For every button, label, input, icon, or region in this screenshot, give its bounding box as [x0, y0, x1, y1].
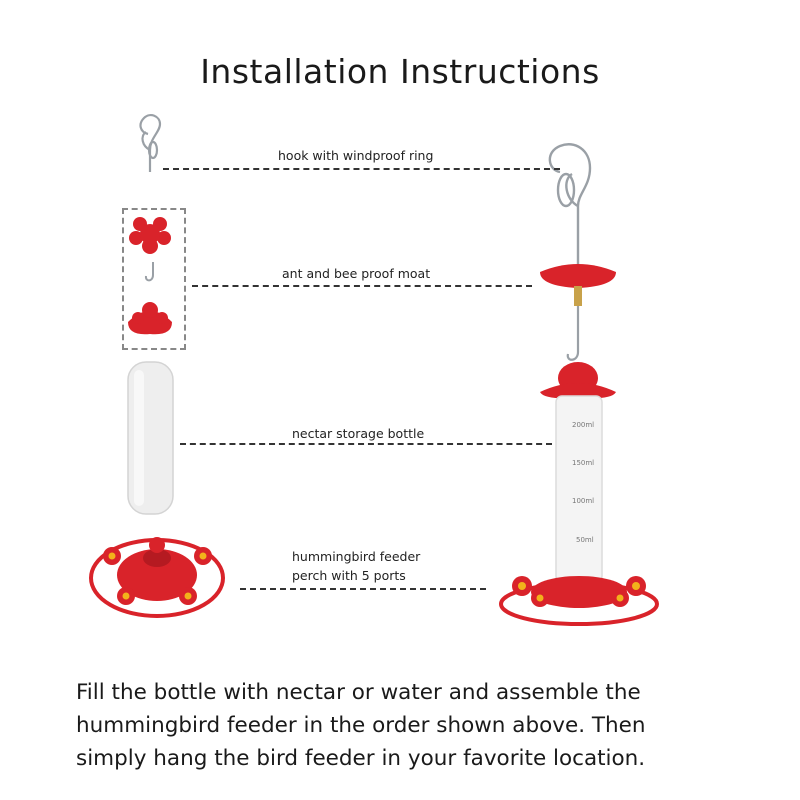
- assembled-hook-image: [548, 143, 592, 266]
- exploded-parts-illustration: [89, 114, 225, 618]
- marking-50: 50ml: [576, 536, 594, 544]
- hook-label: hook with windproof ring: [278, 148, 434, 163]
- assembled-feeder-illustration: 200ml 150ml 100ml 50ml: [499, 143, 659, 626]
- marking-150: 150ml: [572, 459, 594, 467]
- assembled-cap-image: [540, 362, 616, 399]
- marking-200: 200ml: [572, 421, 594, 429]
- assembled-moat-image: [540, 264, 616, 306]
- moat-label: ant and bee proof moat: [282, 266, 431, 281]
- moat-hook-image: [144, 262, 154, 282]
- base-leader-line: [240, 588, 486, 590]
- assembled-base-image: [499, 576, 659, 626]
- bottle-part-image: [127, 361, 174, 515]
- bottle-label: nectar storage bottle: [292, 426, 425, 441]
- base-label: hummingbird feeder perch with 5 ports: [292, 547, 420, 585]
- base-part-image: [89, 537, 225, 618]
- moat-bottom-image: [128, 302, 172, 335]
- page-title: Installation Instructions: [200, 52, 600, 92]
- instructions-line-2: hummingbird feeder in the order shown ab…: [76, 713, 646, 738]
- base-label-line1: hummingbird feeder: [292, 549, 421, 564]
- instructions-paragraph: Fill the bottle with nectar or water and…: [76, 676, 756, 775]
- bottle-leader-line: [180, 443, 552, 445]
- instructions-line-1: Fill the bottle with nectar or water and…: [76, 680, 641, 705]
- moat-parts-frame: [122, 208, 186, 350]
- hook-leader-line: [163, 168, 560, 170]
- base-label-line2: perch with 5 ports: [292, 568, 406, 583]
- marking-100: 100ml: [572, 497, 594, 505]
- moat-leader-line: [192, 285, 532, 287]
- moat-top-image: [129, 217, 171, 254]
- hook-part-image: [139, 114, 162, 172]
- instructions-line-3: simply hang the bird feeder in your favo…: [76, 746, 646, 771]
